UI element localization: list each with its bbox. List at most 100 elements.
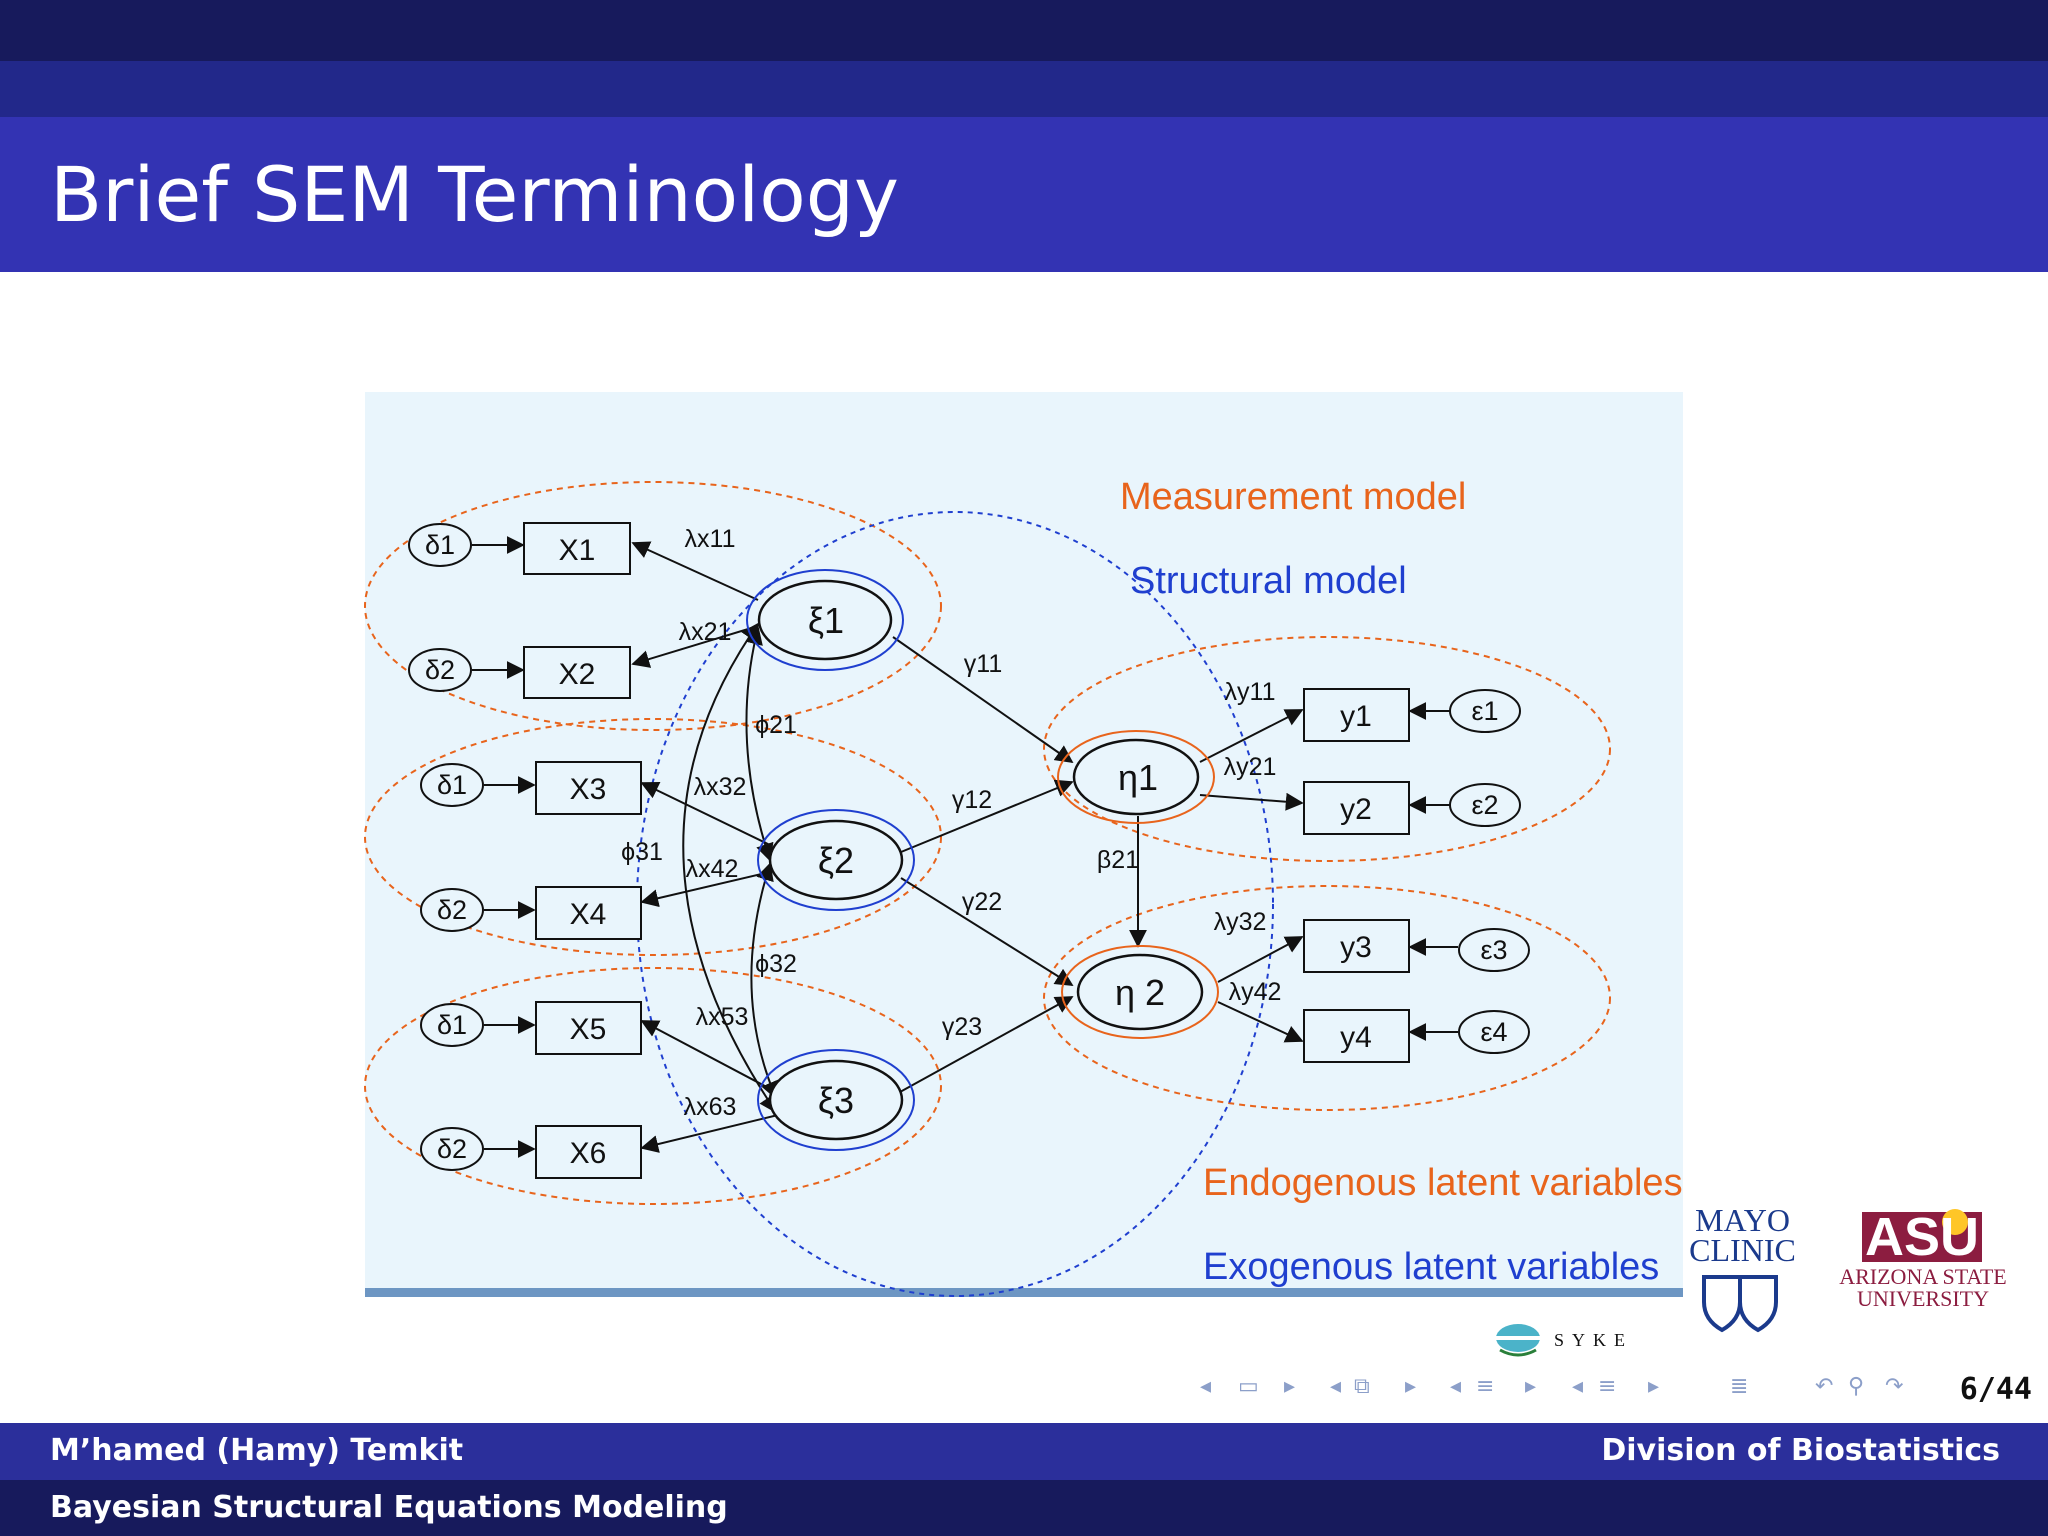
footer-division: Division of Biostatistics xyxy=(1601,1433,2000,1468)
footer-band-bottom xyxy=(0,1480,2048,1536)
box-x5 xyxy=(535,1001,642,1055)
eta2-inner xyxy=(1076,953,1204,1031)
arrow-loading-y32 xyxy=(1217,936,1304,983)
footer-author: M’hamed (Hamy) Temkit xyxy=(50,1433,464,1468)
label-eps-1: ε1 xyxy=(1471,696,1498,726)
curve-phi-31 xyxy=(682,622,778,1114)
label-delta-1: δ1 xyxy=(425,530,455,560)
label-lambda-x21: λx21 xyxy=(679,618,732,646)
asu-logo-text: ARIZONA STATE UNIVERSITY xyxy=(1838,1266,2008,1310)
arrow-loading-x63 xyxy=(640,1114,779,1153)
err-delta-3 xyxy=(420,763,484,807)
err-eps-3 xyxy=(1458,928,1530,972)
label-gamma-23: γ23 xyxy=(942,1013,982,1041)
label-delta-3: δ1 xyxy=(437,770,467,800)
nav-next-frame-icon[interactable]: ▸ xyxy=(1284,1374,1296,1399)
err-eps-4 xyxy=(1458,1010,1530,1054)
label-phi-32: ϕ32 xyxy=(755,950,797,978)
eta2-outer xyxy=(1061,945,1219,1039)
arrow-loading-x21 xyxy=(631,625,759,668)
err-delta-6 xyxy=(420,1127,484,1171)
structural-ellipse xyxy=(636,511,1274,1297)
nav-prev-doc-icon[interactable]: ◂ xyxy=(1572,1374,1584,1399)
nav-section-icon[interactable]: ≡ xyxy=(1476,1374,1495,1399)
nav-forward-icon[interactable]: ↷ xyxy=(1885,1374,1904,1399)
footer-band-top xyxy=(0,1423,2048,1480)
box-y2 xyxy=(1303,781,1410,835)
label-lambda-x32: λx32 xyxy=(694,773,747,801)
err-eps-2 xyxy=(1449,783,1521,827)
arrow-loading-y21 xyxy=(1199,792,1304,811)
label-delta-5: δ1 xyxy=(437,1010,467,1040)
curve-phi-32 xyxy=(750,862,778,1100)
asu-mark: ASU xyxy=(1864,1207,1979,1267)
nav-frame-icon[interactable]: ▭ xyxy=(1238,1374,1259,1399)
nav-prev-frame-icon[interactable]: ◂ xyxy=(1200,1374,1212,1399)
syke-logo-icon xyxy=(1496,1324,1540,1357)
nav-doc-icon[interactable]: ≡ xyxy=(1598,1374,1617,1399)
xi3-inner xyxy=(768,1059,904,1141)
box-y3 xyxy=(1303,919,1410,973)
label-eta1: η1 xyxy=(1118,757,1158,798)
legend-exogenous: Exogenous latent variables xyxy=(1203,1246,1659,1288)
header-band-mid xyxy=(0,61,2048,117)
label-y1: y1 xyxy=(1340,700,1372,733)
nav-next-section-icon[interactable]: ▸ xyxy=(1525,1374,1537,1399)
page-number: 6/44 xyxy=(1959,1372,2032,1407)
eta1-inner xyxy=(1072,738,1200,816)
label-x3: X3 xyxy=(570,773,607,806)
xi2-outer xyxy=(757,809,915,911)
label-xi1: ξ1 xyxy=(808,600,844,641)
nav-prev-section-icon[interactable]: ◂ xyxy=(1450,1374,1462,1399)
label-phi-21: ϕ21 xyxy=(755,711,797,739)
err-delta-4 xyxy=(420,888,484,932)
label-y2: y2 xyxy=(1340,793,1372,826)
label-delta-6: δ2 xyxy=(437,1134,467,1164)
nav-next-doc-icon[interactable]: ▸ xyxy=(1648,1374,1660,1399)
arrow-gamma-12 xyxy=(900,779,1074,853)
header-band-top xyxy=(0,0,2048,61)
asu-line-2: UNIVERSITY xyxy=(1857,1286,1989,1311)
label-gamma-22: γ22 xyxy=(962,888,1002,916)
xi3-outer xyxy=(757,1049,915,1151)
asu-line-1: ARIZONA STATE xyxy=(1839,1264,2007,1289)
legend-endogenous: Endogenous latent variables xyxy=(1203,1162,1683,1204)
nav-prev-subsection-icon[interactable]: ◂ xyxy=(1330,1374,1342,1399)
err-delta-2 xyxy=(408,648,472,692)
err-delta-5 xyxy=(420,1003,484,1047)
nav-subsection-icon[interactable]: ⧉ xyxy=(1354,1374,1370,1399)
box-x4 xyxy=(535,886,642,940)
beamer-nav-bar[interactable]: ◂ ▭ ▸ ◂ ⧉ ▸ ◂ ≡ ▸ ◂ ≡ ▸ ≣ ↶ ⚲ ↷ xyxy=(1200,1370,1920,1406)
nav-toc-icon[interactable]: ≣ xyxy=(1730,1374,1749,1399)
label-gamma-12: γ12 xyxy=(952,786,992,814)
title-bar xyxy=(0,117,2048,272)
err-eps-1 xyxy=(1449,689,1521,733)
label-x2: X2 xyxy=(559,658,596,691)
label-delta-4: δ2 xyxy=(437,895,467,925)
label-lambda-y32: λy32 xyxy=(1214,908,1267,936)
arrow-gamma-23 xyxy=(899,996,1074,1093)
label-xi2: ξ2 xyxy=(818,840,854,881)
label-lambda-x42: λx42 xyxy=(686,855,739,883)
legend-structural-model: Structural model xyxy=(1130,560,1407,602)
footer-talk-title: Bayesian Structural Equations Modeling xyxy=(50,1490,728,1525)
panel-bottom-rule xyxy=(365,1288,1683,1297)
box-y4 xyxy=(1303,1009,1410,1063)
legend-measurement-model: Measurement model xyxy=(1120,476,1466,518)
label-beta-21: β21 xyxy=(1097,846,1139,874)
measurement-ellipse-4 xyxy=(1043,636,1611,862)
label-delta-2: δ2 xyxy=(425,655,455,685)
label-gamma-11: γ11 xyxy=(964,650,1002,678)
nav-search-icon[interactable]: ⚲ xyxy=(1848,1374,1865,1399)
label-phi-31: ϕ31 xyxy=(621,838,663,866)
nav-back-icon[interactable]: ↶ xyxy=(1815,1374,1834,1399)
mayo-line-1: MAYO xyxy=(1695,1202,1790,1238)
arrow-loading-y11 xyxy=(1199,709,1304,763)
xi2-inner xyxy=(768,819,904,901)
nav-next-subsection-icon[interactable]: ▸ xyxy=(1405,1374,1417,1399)
label-y4: y4 xyxy=(1340,1021,1372,1054)
label-lambda-x53: λx53 xyxy=(696,1003,749,1031)
arrow-loading-x11 xyxy=(631,541,759,601)
asu-logo-icon xyxy=(1862,1209,1982,1262)
